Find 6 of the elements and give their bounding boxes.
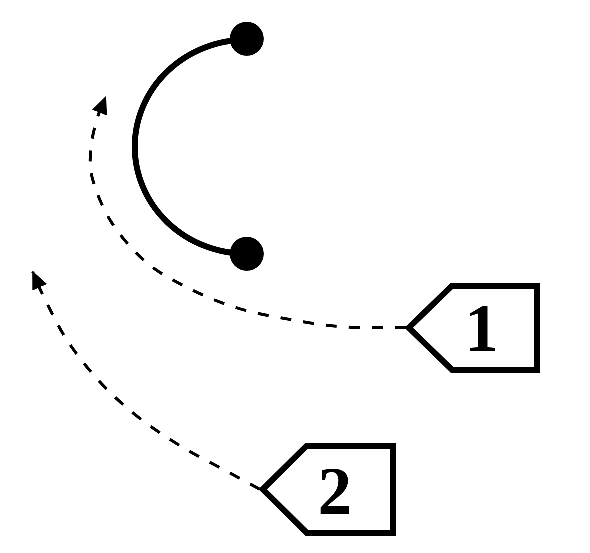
callout-tag (259, 443, 396, 536)
callout-tag (405, 283, 540, 373)
callout-number: 2 (318, 457, 352, 525)
dashed-curved-arrow (32, 271, 261, 491)
callout-number: 1 (465, 294, 499, 362)
dashed-curved-arrow (88, 96, 406, 330)
